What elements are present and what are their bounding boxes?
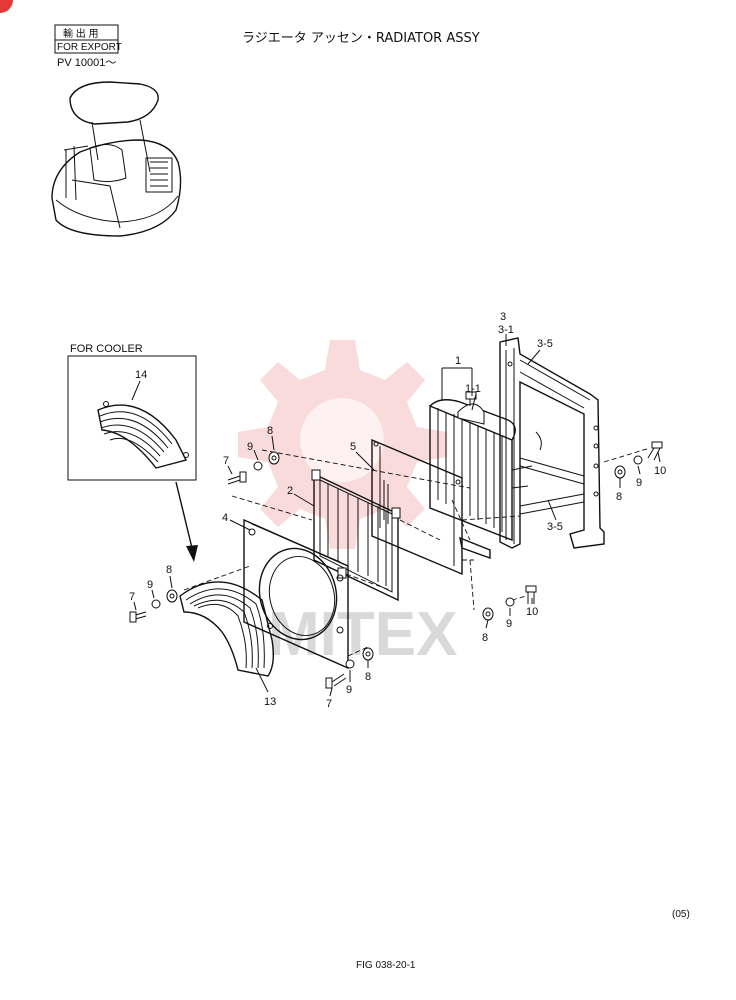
bolt-10b bbox=[647, 441, 663, 461]
revision-code: (05) bbox=[672, 909, 690, 920]
inset-arrow bbox=[175, 481, 198, 562]
page-title: ラジエータ アッセン・RADIATOR ASSY bbox=[242, 31, 480, 46]
assembly-lines bbox=[183, 447, 651, 657]
washer-9e bbox=[633, 455, 643, 465]
callout-10a: 10 bbox=[526, 606, 538, 618]
washer-9d bbox=[505, 597, 515, 607]
callout-13: 13 bbox=[264, 696, 276, 708]
callout-8b: 8 bbox=[166, 564, 172, 576]
export-stamp-en: FOR EXPORT bbox=[57, 42, 122, 53]
callout-9c: 9 bbox=[346, 684, 352, 696]
corner-mark bbox=[0, 0, 13, 13]
export-stamp-jp: 輸 出 用 bbox=[63, 27, 99, 40]
callout-8a: 8 bbox=[267, 425, 273, 437]
radiator-frame bbox=[499, 337, 605, 549]
callout-1-1: 1-1 bbox=[465, 383, 481, 395]
machine-thumbnail bbox=[51, 81, 182, 237]
export-stamp: 輸 出 用 FOR EXPORT bbox=[54, 24, 122, 54]
callout-7c: 7 bbox=[326, 698, 332, 710]
callout-1: 1 bbox=[455, 355, 461, 367]
leader-lines bbox=[133, 334, 661, 697]
washer-8c bbox=[362, 647, 374, 661]
callout-7b: 7 bbox=[129, 591, 135, 603]
bolt-7b bbox=[129, 611, 147, 623]
radiator-core bbox=[429, 391, 542, 559]
callout-9b: 9 bbox=[147, 579, 153, 591]
shroud-13 bbox=[179, 581, 275, 677]
callout-8e: 8 bbox=[616, 491, 622, 503]
callout-5: 5 bbox=[350, 441, 356, 453]
callout-8c: 8 bbox=[365, 671, 371, 683]
cooler-shroud-part bbox=[97, 401, 189, 469]
callout-9e: 9 bbox=[636, 477, 642, 489]
serial-range: PV 10001～ bbox=[57, 57, 116, 69]
figure-number: FIG 038-20-1 bbox=[356, 960, 416, 971]
callout-4: 4 bbox=[222, 512, 228, 524]
callout-10b: 10 bbox=[654, 465, 666, 477]
callout-9a: 9 bbox=[247, 441, 253, 453]
watermark-logo: MITEX bbox=[238, 340, 457, 669]
callout-3-5-top: 3-5 bbox=[537, 338, 553, 350]
washer-8d bbox=[482, 607, 494, 621]
bolt-7a bbox=[227, 471, 247, 485]
washer-8a bbox=[268, 451, 280, 465]
callout-7a: 7 bbox=[223, 455, 229, 467]
plate-5 bbox=[371, 438, 463, 576]
shroud-frame-2 bbox=[311, 469, 401, 602]
callout-3: 3 bbox=[500, 311, 506, 323]
washer-8b bbox=[166, 589, 178, 603]
inset-label: FOR COOLER bbox=[70, 343, 143, 355]
inset-for-cooler: FOR COOLER 14 bbox=[67, 343, 197, 481]
callout-2: 2 bbox=[287, 485, 293, 497]
washer-9c bbox=[345, 659, 355, 669]
callout-3-1: 3-1 bbox=[498, 324, 514, 336]
callout-3-5-mid: 3-5 bbox=[547, 521, 563, 533]
washer-9b bbox=[151, 599, 161, 609]
bolt-7c bbox=[325, 673, 347, 689]
callout-8d: 8 bbox=[482, 632, 488, 644]
washer-9a bbox=[253, 461, 263, 471]
callout-14: 14 bbox=[135, 369, 147, 381]
bolt-10a bbox=[525, 585, 537, 604]
washer-8e bbox=[614, 465, 626, 479]
callout-9d: 9 bbox=[506, 618, 512, 630]
